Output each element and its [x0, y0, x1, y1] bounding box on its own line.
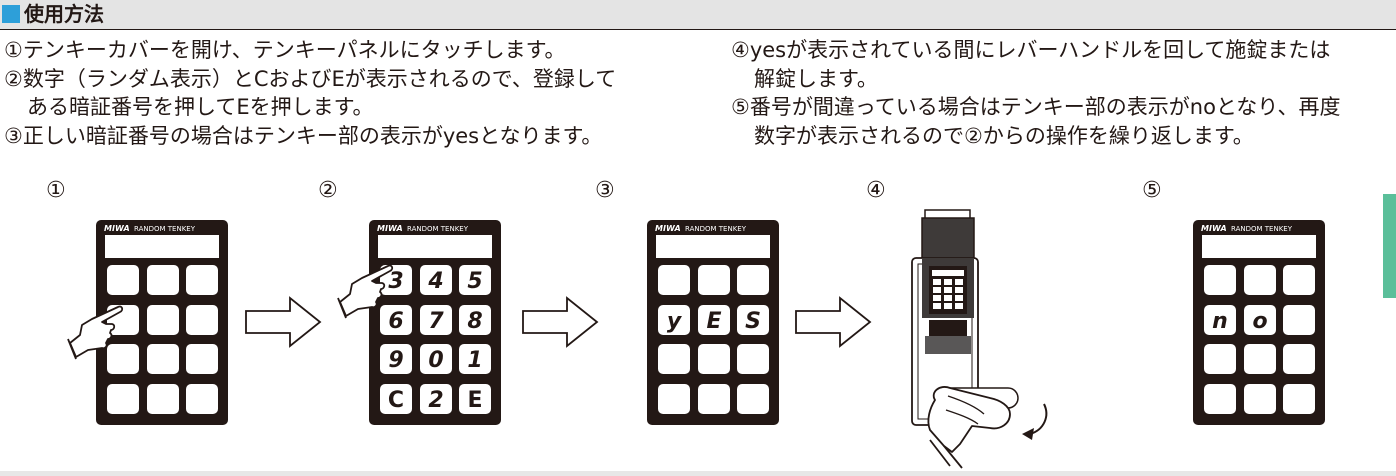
key-label: 5	[467, 269, 482, 294]
hand-turning-lever-icon	[927, 386, 1011, 469]
instruction-line: ⑤番号が間違っている場合はテンキー部の表示がnoとなり、再度	[731, 95, 1341, 119]
instruction-line: 数字が表示されるので②からの操作を繰り返します。	[754, 123, 1254, 148]
key-label: o	[1252, 309, 1267, 334]
right-arrow-icon	[522, 297, 598, 347]
step-number-1: ①	[46, 178, 66, 203]
key-label: 9	[388, 348, 403, 373]
keypad-model: RANDOM TENKEY	[407, 225, 469, 233]
section-header: 使用方法	[0, 0, 1396, 30]
instruction-line: ①テンキーカバーを開け、テンキーパネルにタッチします。	[4, 38, 566, 62]
step-number-3: ③	[595, 178, 615, 203]
right-arrow-icon	[795, 297, 871, 347]
key-label: 4	[427, 269, 443, 294]
key-label: n	[1212, 309, 1228, 334]
key-label: 2	[428, 388, 443, 413]
key-label: 7	[428, 309, 444, 334]
instruction-line: ④yesが表示されている間にレバーハンドルを回して施錠または	[731, 38, 1331, 62]
step-number-5: ⑤	[1142, 178, 1162, 203]
bottom-divider	[0, 471, 1396, 476]
instruction-line: ある暗証番号を押してEを押します。	[27, 95, 374, 119]
keypad-brand: MIWA	[104, 224, 130, 233]
instructions-right: ④yesが表示されている間にレバーハンドルを回して施錠または 解錠します。 ⑤番…	[731, 36, 1340, 150]
finger-pointer-icon	[67, 305, 124, 360]
rotate-arrow-icon	[1022, 403, 1048, 440]
key-label: 6	[388, 309, 403, 334]
keypad-step-5: MIWA RANDOM TENKEY n o	[1193, 220, 1325, 425]
keypad-brand: MIWA	[377, 224, 403, 233]
keypad-brand: MIWA	[655, 224, 681, 233]
step-number-2: ②	[318, 178, 338, 203]
instruction-line: ③正しい暗証番号の場合はテンキー部の表示がyesとなります。	[4, 123, 603, 148]
keypad-model: RANDOM TENKEY	[685, 225, 747, 233]
key-label: 0	[428, 348, 443, 373]
instructions-left: ①テンキーカバーを開け、テンキーパネルにタッチします。 ②数字（ランダム表示）と…	[4, 36, 616, 150]
keypad-step-2: MIWA RANDOM TENKEY 3 4 5 6 7 8 9 0 1 C 2…	[369, 220, 501, 425]
right-arrow-icon	[245, 297, 321, 347]
keypad-step-1: MIWA RANDOM TENKEY	[96, 220, 228, 425]
key-label: C	[388, 388, 404, 413]
instruction-line: 解錠します。	[754, 66, 878, 91]
instruction-line: ②数字（ランダム表示）とCおよびEが表示されるので、登録して	[4, 66, 617, 91]
step-number-4: ④	[866, 178, 886, 203]
section-title: 使用方法	[24, 2, 104, 26]
key-label: 1	[467, 348, 482, 373]
key-label: E	[467, 388, 482, 413]
key-label: 8	[467, 309, 482, 334]
side-tab	[1383, 194, 1396, 298]
keypad-model: RANDOM TENKEY	[134, 225, 196, 233]
key-label: S	[745, 309, 761, 334]
key-label: y	[667, 309, 683, 334]
key-label: 3	[388, 269, 403, 294]
keypad-model: RANDOM TENKEY	[1231, 225, 1293, 233]
keypad-brand: MIWA	[1201, 224, 1227, 233]
key-label: E	[706, 309, 721, 334]
finger-pointer-icon	[337, 264, 394, 319]
keypad-step-3: MIWA RANDOM TENKEY y E S	[647, 220, 779, 425]
section-marker-icon	[2, 5, 20, 23]
